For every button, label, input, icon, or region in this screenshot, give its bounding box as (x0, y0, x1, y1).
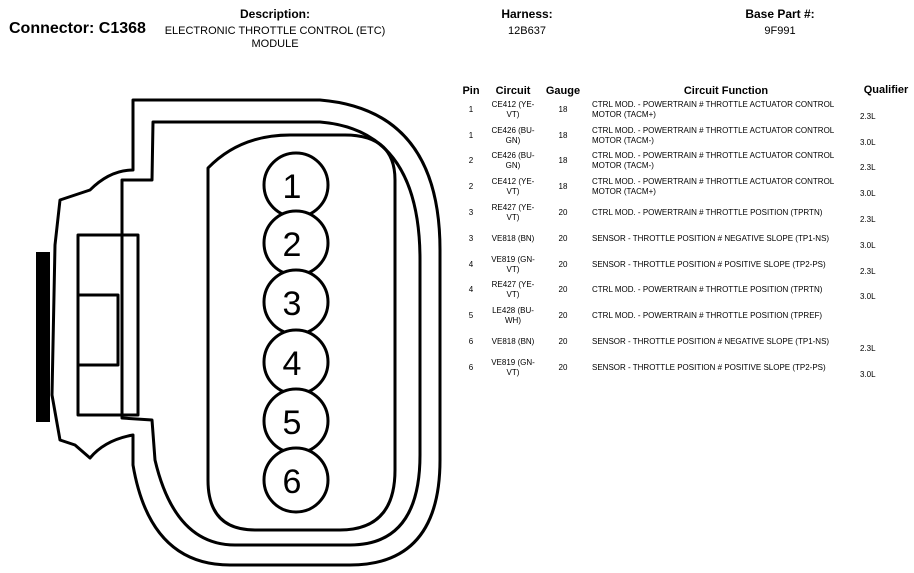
table-row: 6 VE819 (GN-VT) 20 SENSOR - THROTTLE POS… (452, 355, 912, 381)
pin-6-circle (262, 446, 330, 514)
description-value: ELECTRONIC THROTTLE CONTROL (ETC) MODULE (150, 25, 400, 51)
pin-cell: 1 (468, 130, 474, 140)
function-cell: CTRL MOD. - POWERTRAIN # THROTTLE ACTUAT… (592, 99, 834, 119)
circuit-cell: CE412 (YE-VT) (491, 177, 535, 197)
pin-cell: 4 (468, 259, 474, 269)
connector-face-diagram: 1 2 3 4 5 6 (36, 98, 442, 567)
circuit-cell: CE426 (BU-GN) (491, 151, 535, 171)
pin-5-label: 5 (283, 404, 302, 442)
qualifier-cell: 2.3L (860, 266, 876, 276)
table-row: 3 RE427 (YE-VT) 20 CTRL MOD. - POWERTRAI… (452, 200, 912, 226)
qualifier-cell: 3.0L (860, 369, 876, 379)
pin-cell: 6 (468, 337, 474, 347)
function-cell: CTRL MOD. - POWERTRAIN # THROTTLE ACTUAT… (592, 125, 834, 145)
gauge-cell: 18 (558, 182, 568, 192)
circuit-cell: VE818 (BN) (491, 337, 535, 347)
pin-cell: 3 (468, 233, 474, 243)
table-row: 4 VE819 (GN-VT) 20 SENSOR - THROTTLE POS… (452, 252, 912, 278)
pin-cell: 1 (468, 104, 474, 114)
pin-cavity (206, 133, 397, 532)
function-cell: CTRL MOD. - POWERTRAIN # THROTTLE POSITI… (592, 311, 823, 321)
qualifier-cell: 3.0L (860, 137, 876, 147)
gauge-cell: 20 (558, 285, 568, 295)
pin-cell: 5 (468, 311, 474, 321)
pin-3-label: 3 (283, 285, 302, 323)
connector-label: Connector: (9, 20, 95, 37)
connector-id: C1368 (98, 20, 146, 37)
description-line-1: ELECTRONIC THROTTLE CONTROL (ETC) (164, 25, 386, 37)
circuit-cell: LE428 (BU-WH) (492, 306, 534, 326)
circuit-cell: CE426 (BU-GN) (491, 125, 535, 145)
function-cell: CTRL MOD. - POWERTRAIN # THROTTLE POSITI… (592, 285, 823, 295)
pin-cell: 2 (468, 156, 474, 166)
circuit-cell: VE819 (GN-VT) (491, 254, 535, 274)
col-circuit: Circuit (495, 85, 531, 97)
gauge-cell: 18 (558, 156, 568, 166)
description-label: Description: (239, 7, 310, 21)
side-latch-inner (76, 293, 120, 367)
qualifier-cell: 3.0L (860, 240, 876, 250)
circuit-cell: RE427 (YE-VT) (491, 280, 535, 300)
qualifier-cell (860, 303, 912, 329)
connector-outer-housing (50, 98, 442, 567)
gauge-cell: 20 (558, 233, 568, 243)
gauge-cell: 20 (558, 311, 568, 321)
pin-4-label: 4 (283, 345, 302, 383)
connector-title: Connector: C1368 (9, 20, 146, 38)
pin-2-label: 2 (283, 226, 302, 264)
gauge-cell: 20 (558, 259, 568, 269)
qualifier-cell: 2.3L (860, 343, 876, 353)
col-gauge: Gauge (545, 85, 581, 97)
pin-cell: 3 (468, 208, 474, 218)
pin-cell: 4 (468, 285, 474, 295)
harness-value: 12B637 (508, 25, 546, 37)
function-cell: CTRL MOD. - POWERTRAIN # THROTTLE POSITI… (592, 208, 823, 218)
pin-6-label: 6 (283, 463, 302, 501)
qualifier-cell: 2.3L (860, 111, 876, 121)
gauge-cell: 20 (558, 208, 568, 218)
gauge-cell: 18 (558, 130, 568, 140)
table-row: 1 CE426 (BU-GN) 18 CTRL MOD. - POWERTRAI… (452, 123, 912, 149)
col-circuit-function: Circuit Function (683, 85, 769, 97)
pin-table: Pin Circuit Gauge Circuit Function Quali… (452, 82, 912, 381)
function-cell: SENSOR - THROTTLE POSITION # POSITIVE SL… (592, 259, 826, 269)
side-latch (76, 233, 140, 417)
function-cell: CTRL MOD. - POWERTRAIN # THROTTLE ACTUAT… (592, 177, 834, 197)
side-ribbed-grip (36, 252, 50, 422)
col-pin: Pin (462, 85, 480, 97)
pin-1-label: 1 (283, 168, 302, 206)
base-part-label: Base Part #: (745, 7, 815, 21)
gauge-cell: 20 (558, 337, 568, 347)
function-cell: SENSOR - THROTTLE POSITION # NEGATIVE SL… (592, 233, 830, 243)
function-cell: CTRL MOD. - POWERTRAIN # THROTTLE ACTUAT… (592, 151, 834, 171)
qualifier-cell: 2.3L (860, 214, 876, 224)
col-qualifier: Qualifier (863, 84, 909, 96)
circuit-cell: RE427 (YE-VT) (491, 203, 535, 223)
function-cell: SENSOR - THROTTLE POSITION # POSITIVE SL… (592, 362, 826, 372)
gauge-cell: 20 (558, 362, 568, 372)
table-row: 1 CE412 (YE-VT) 18 CTRL MOD. - POWERTRAI… (452, 97, 912, 123)
table-row: 3 VE818 (BN) 20 SENSOR - THROTTLE POSITI… (452, 226, 912, 252)
table-row: 2 CE412 (YE-VT) 18 CTRL MOD. - POWERTRAI… (452, 174, 912, 200)
table-row: 6 VE818 (BN) 20 SENSOR - THROTTLE POSITI… (452, 329, 912, 355)
qualifier-cell: 2.3L (860, 163, 876, 173)
qualifier-cell: 3.0L (860, 292, 876, 302)
table-row: 5 LE428 (BU-WH) 20 CTRL MOD. - POWERTRAI… (452, 303, 912, 329)
base-part-value: 9F991 (764, 25, 796, 37)
description-line-2: MODULE (251, 38, 299, 50)
table-row: 2 CE426 (BU-GN) 18 CTRL MOD. - POWERTRAI… (452, 149, 912, 175)
harness-label: Harness: (501, 7, 553, 21)
function-cell: SENSOR - THROTTLE POSITION # NEGATIVE SL… (592, 337, 830, 347)
circuit-cell: VE819 (GN-VT) (491, 357, 535, 377)
table-row: 4 RE427 (YE-VT) 20 CTRL MOD. - POWERTRAI… (452, 278, 912, 304)
circuit-cell: CE412 (YE-VT) (491, 99, 535, 119)
pin-table-header: Pin Circuit Gauge Circuit Function Quali… (452, 82, 912, 97)
pin-cell: 2 (468, 182, 474, 192)
pin-cell: 6 (468, 362, 474, 372)
circuit-cell: VE818 (BN) (491, 233, 535, 243)
gauge-cell: 18 (558, 104, 568, 114)
qualifier-cell: 3.0L (860, 189, 876, 199)
